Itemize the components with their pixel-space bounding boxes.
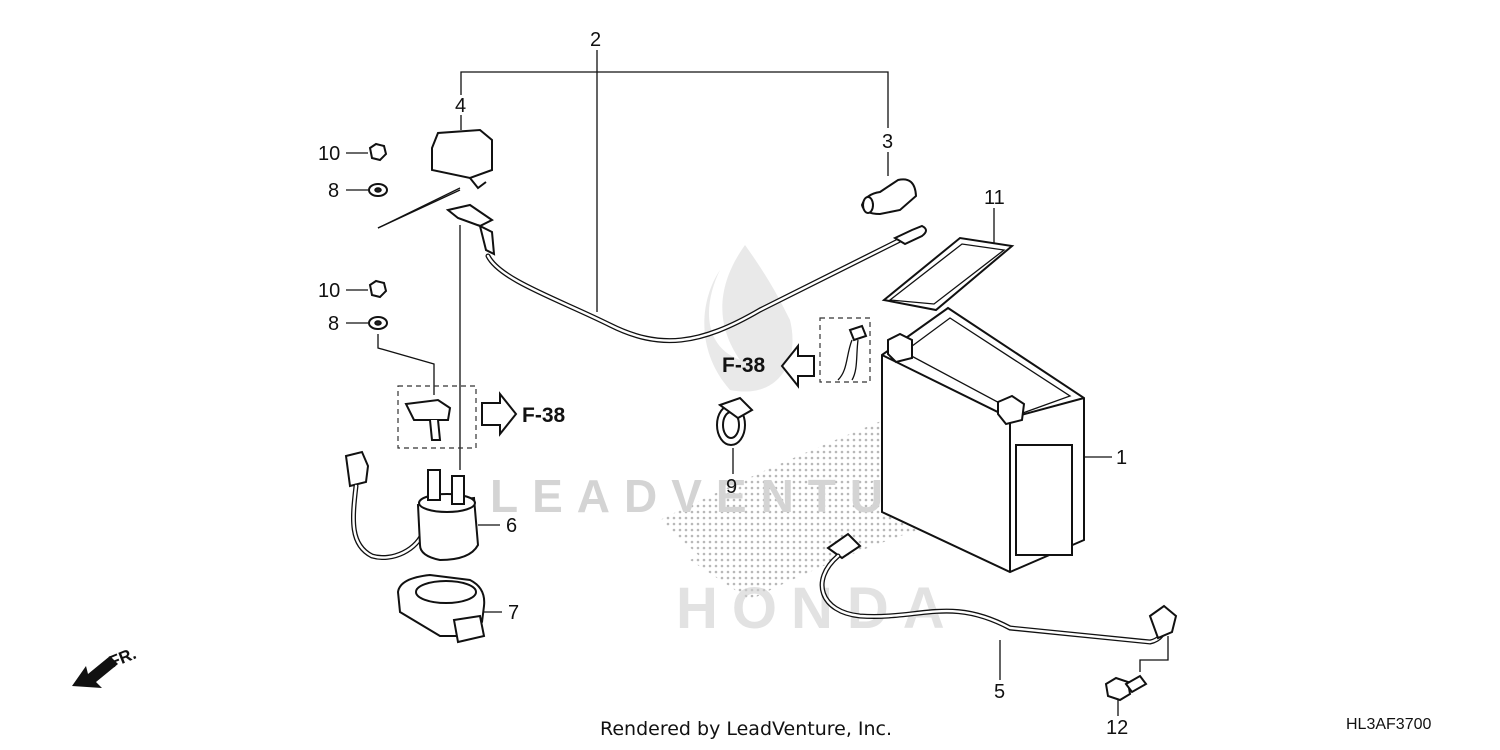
battery-part <box>881 306 1112 574</box>
detail-box-center: F-38 <box>722 317 871 389</box>
callout-11: 11 <box>984 187 1005 209</box>
terminal-cover-part <box>431 115 493 190</box>
cable-clamp-part <box>716 396 754 474</box>
diagram-code: HL3AF3700 <box>1346 716 1432 733</box>
starter-relay-part <box>344 450 500 562</box>
callout-bracket-2 <box>460 50 889 312</box>
callout-5: 5 <box>994 681 1005 703</box>
flange-bolt-part <box>1104 674 1148 716</box>
terminal-boot-part <box>860 152 918 216</box>
render-credit: Rendered by LeadVenture, Inc. <box>600 718 893 740</box>
front-direction-indicator: FR. <box>72 644 139 688</box>
ref-f38-left[interactable]: F-38 <box>522 404 566 427</box>
positive-cable-part <box>445 203 927 470</box>
callout-12: 12 <box>1106 717 1128 739</box>
relay-holder-part <box>396 573 502 644</box>
ref-f38-center[interactable]: F-38 <box>722 354 766 377</box>
outline-arrow-icon <box>780 343 815 389</box>
detail-box-left: F-38 <box>397 385 566 449</box>
callout-3: 3 <box>882 131 893 153</box>
front-direction-label: FR. <box>106 644 139 672</box>
nut-washer-set-top <box>346 142 461 229</box>
battery-strap-part <box>881 208 1015 312</box>
callout-8-middle: 8 <box>328 313 339 335</box>
outline-arrow-icon <box>481 391 518 437</box>
callout-1: 1 <box>1116 447 1127 469</box>
callout-4: 4 <box>455 95 466 117</box>
callout-10-top: 10 <box>318 143 340 165</box>
negative-cable-part <box>819 532 1178 680</box>
nut-washer-set-middle <box>346 279 435 395</box>
watermark-logo-text: HONDA <box>676 576 959 641</box>
callout-2: 2 <box>590 29 601 51</box>
callout-7: 7 <box>508 602 519 624</box>
callout-9: 9 <box>726 476 737 498</box>
front-direction-arrow-icon <box>72 656 118 688</box>
callout-10-middle: 10 <box>318 280 340 302</box>
callout-6: 6 <box>506 515 517 537</box>
callout-8-top: 8 <box>328 180 339 202</box>
